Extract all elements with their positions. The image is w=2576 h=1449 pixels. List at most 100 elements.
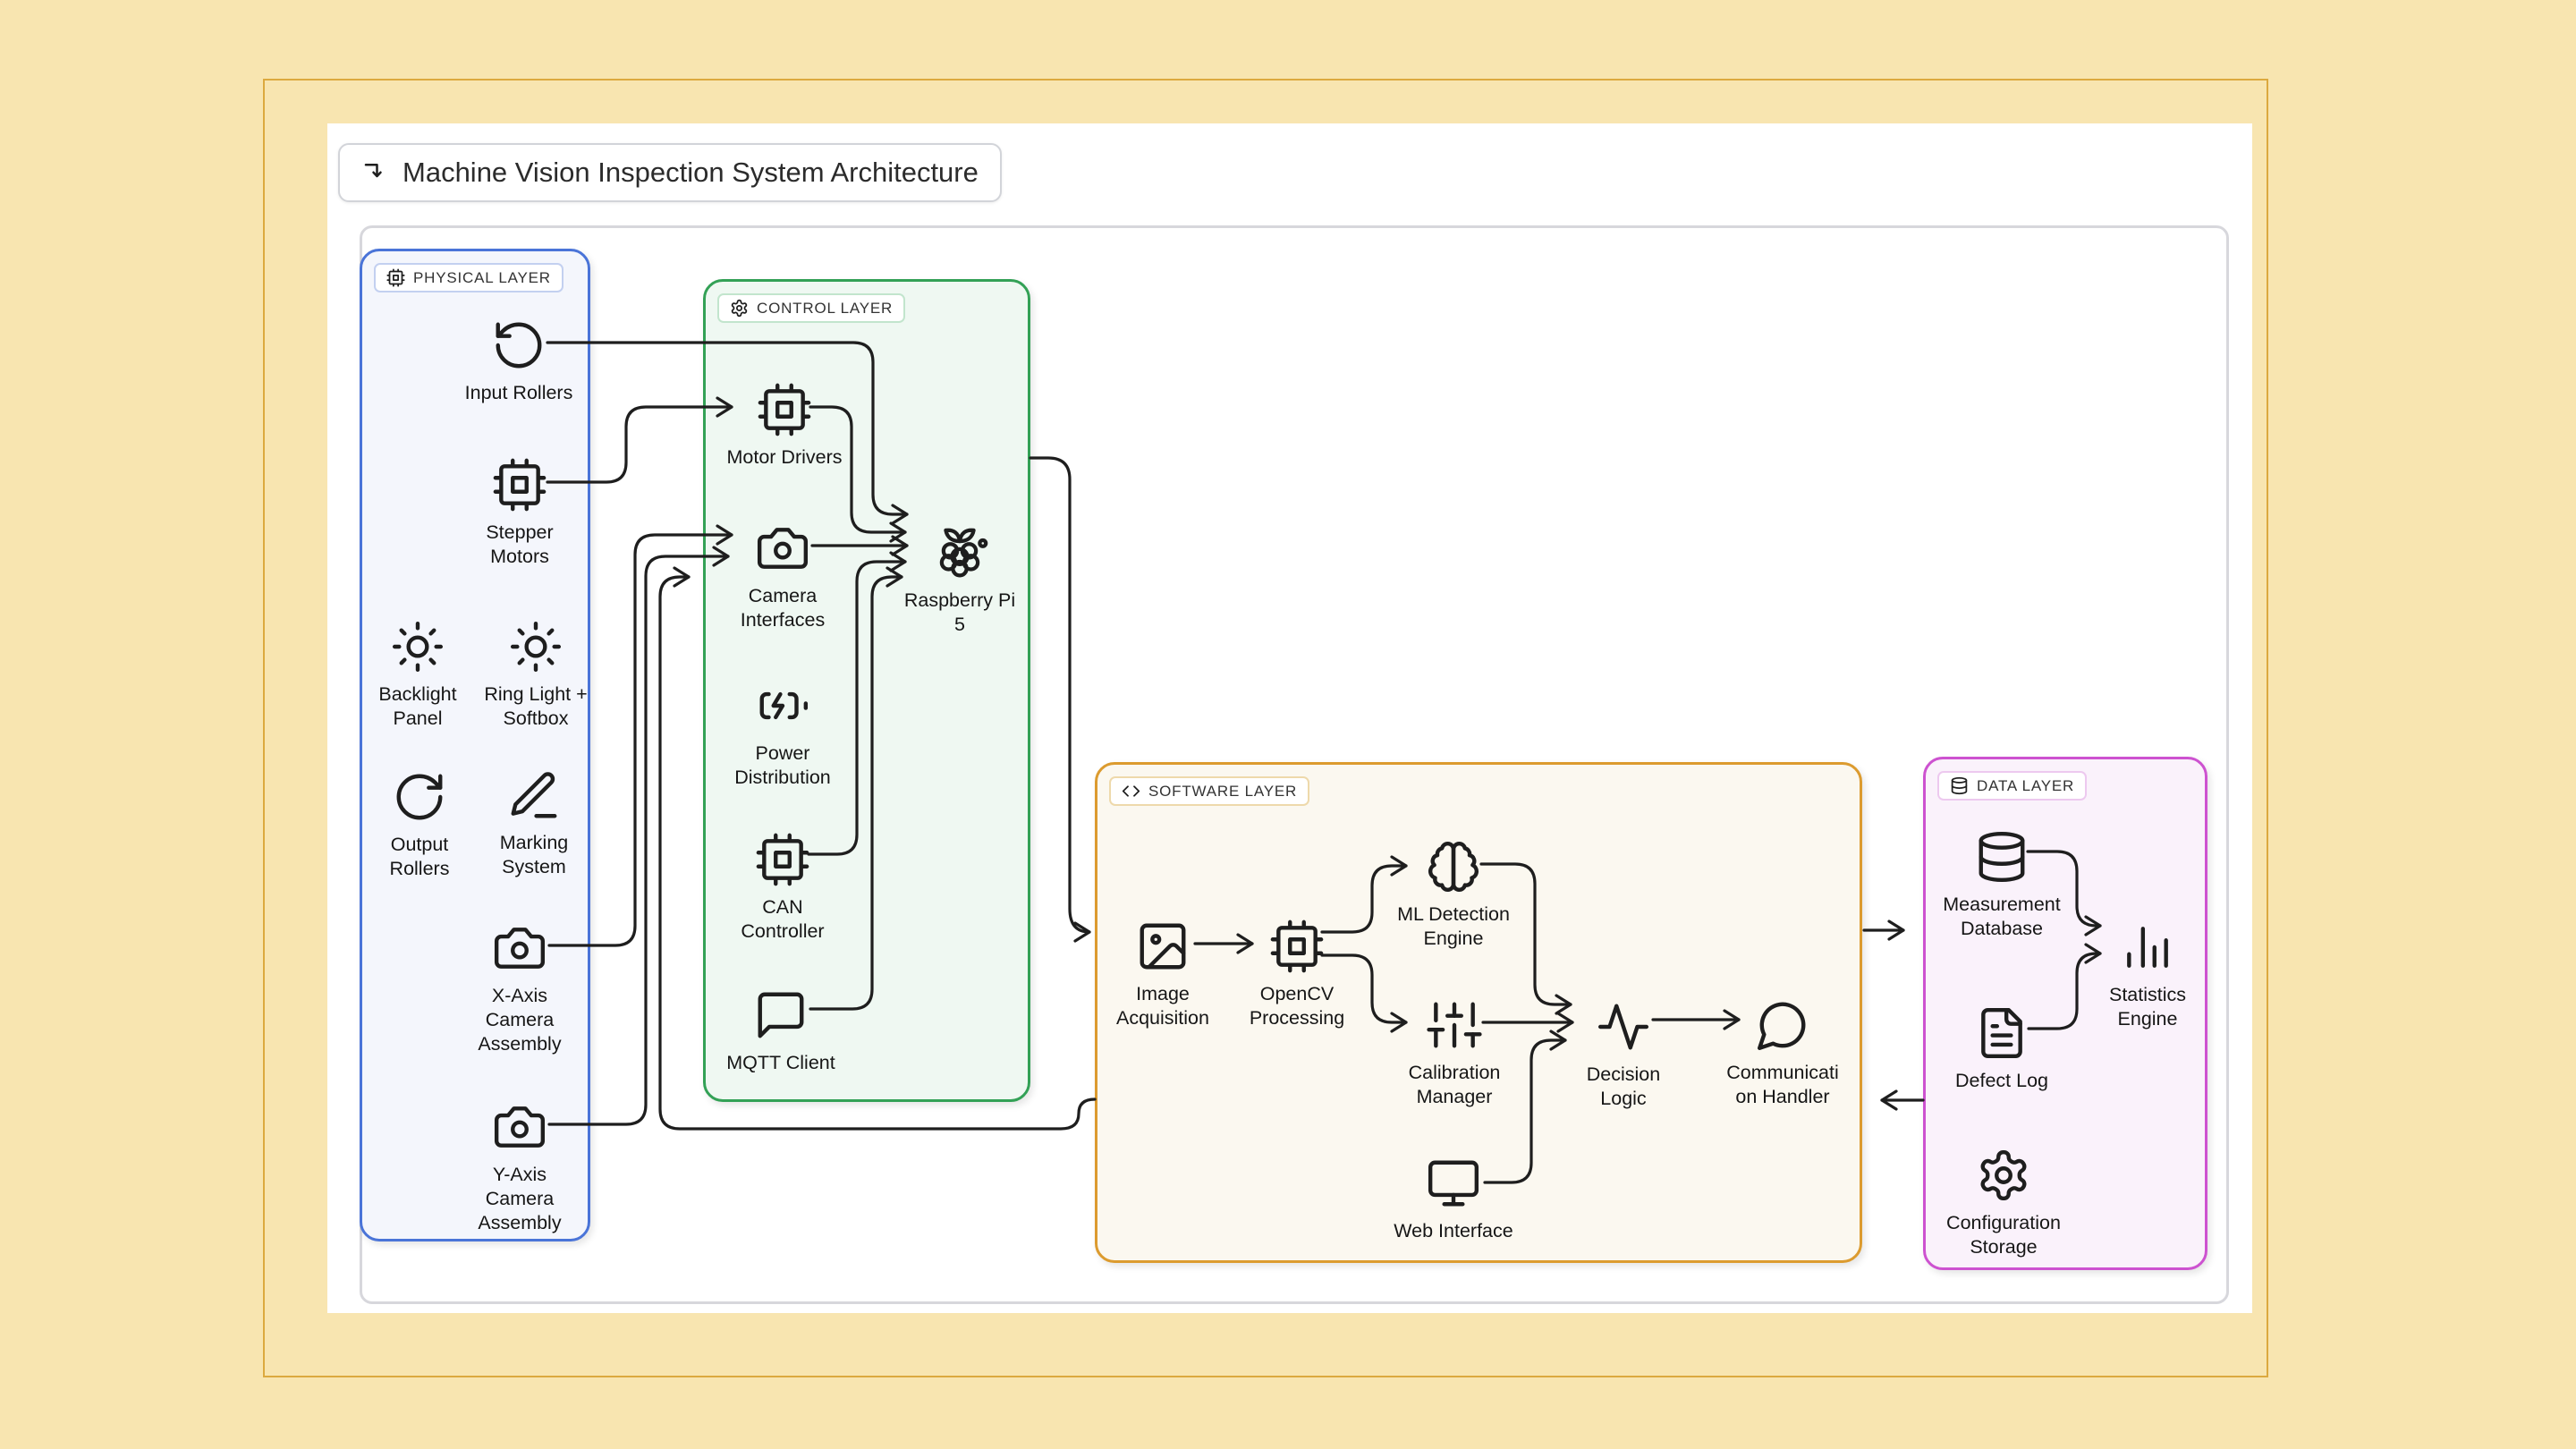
defect-log-label: Defect Log <box>1955 1070 2048 1091</box>
sun-icon <box>392 621 444 673</box>
edge-x-axis-camera-assembly-to-camera-interfaces[interactable] <box>547 524 733 947</box>
motor-drivers-label: Motor Drivers <box>726 446 843 468</box>
statistics-engine-label: Statistics Engine <box>2108 984 2187 1030</box>
ml-detection-engine-label: ML Detection Engine <box>1397 903 1510 949</box>
sun-icon <box>510 621 562 673</box>
pencil-line-icon <box>511 772 557 818</box>
activity-icon <box>1597 1004 1649 1050</box>
defect-log[interactable]: Defect Log <box>1921 1005 2082 1093</box>
x-axis-camera-assembly-label: X-Axis Camera Assembly <box>478 985 562 1055</box>
edge-opencv-processing-to-ml-detection-engine[interactable] <box>1320 855 1408 934</box>
cpu-icon <box>758 383 811 436</box>
edge-defect-log-to-statistics-engine[interactable] <box>2027 943 2102 1030</box>
communication-handler[interactable]: Communicati on Handler <box>1702 997 1863 1109</box>
mqtt-client-label: MQTT Client <box>726 1052 835 1073</box>
stepper-motors-label: Stepper Motors <box>486 521 554 567</box>
cpu-icon <box>386 268 405 287</box>
backlight-panel[interactable]: Backlight Panel <box>337 619 498 731</box>
output-rollers[interactable]: Output Rollers <box>339 769 500 881</box>
input-rollers-label: Input Rollers <box>464 382 573 403</box>
edge-stepper-motors-to-motor-drivers[interactable] <box>546 396 733 484</box>
image-acquisition[interactable]: Image Acquisition <box>1082 919 1243 1030</box>
stepper-motors[interactable]: Stepper Motors <box>439 457 600 569</box>
opencv-processing[interactable]: OpenCV Processing <box>1216 919 1377 1030</box>
elbow-arrow-icon <box>364 164 382 178</box>
control-layer-pill[interactable]: CONTROL LAYER <box>717 293 906 323</box>
database-icon <box>1951 776 1968 795</box>
edge-measurement-database-to-statistics-engine[interactable] <box>2026 850 2102 936</box>
physical-layer-pill[interactable]: PHYSICAL LAYER <box>374 263 564 292</box>
raspberry-pi-5-label: Raspberry Pi 5 <box>903 589 1016 635</box>
y-axis-camera-assembly[interactable]: Y-Axis Camera Assembly <box>439 1099 600 1235</box>
software-layer-pill[interactable]: SOFTWARE LAYER <box>1109 776 1310 806</box>
edge-input-rollers-to-raspberry-pi-5[interactable] <box>546 341 909 525</box>
data-layer-label: DATA LAYER <box>1977 776 2075 794</box>
marking-system[interactable]: Marking System <box>453 767 614 879</box>
marking-system-label: Marking System <box>499 832 569 877</box>
ring-light-softbox-label: Ring Light + Softbox <box>484 683 588 729</box>
edge-web-interface-to-decision-logic[interactable] <box>1483 1030 1567 1184</box>
power-distribution-label: Power Distribution <box>734 742 831 788</box>
decision-logic[interactable]: Decision Logic <box>1543 999 1704 1111</box>
ring-light-softbox[interactable]: Ring Light + Softbox <box>455 619 616 731</box>
opencv-processing-label: OpenCV Processing <box>1249 983 1345 1029</box>
measurement-database-label: Measurement Database <box>1943 894 2061 939</box>
camera-interfaces-label: Camera Interfaces <box>740 585 826 631</box>
camera-icon <box>494 1106 546 1148</box>
communication-handler-label: Communicati on Handler <box>1726 1062 1839 1107</box>
can-controller[interactable]: CAN Controller <box>702 832 863 944</box>
edge-control-layer-to-image-acquisition[interactable] <box>1029 456 1091 943</box>
edge-mqtt-client-to-raspberry-pi-5[interactable] <box>809 566 903 1011</box>
camera-icon <box>494 928 546 969</box>
message-square-icon <box>758 992 804 1038</box>
edge-ml-detection-engine-to-decision-logic[interactable] <box>1479 862 1572 1015</box>
physical-layer-label: PHYSICAL LAYER <box>413 268 551 286</box>
sliders-icon <box>1427 1002 1482 1048</box>
configuration-storage[interactable]: Configuration Storage <box>1923 1148 2084 1259</box>
calibration-manager-label: Calibration Manager <box>1408 1062 1501 1107</box>
ml-detection-engine[interactable]: ML Detection Engine <box>1373 839 1534 951</box>
diagram-title-pill[interactable]: Machine Vision Inspection System Archite… <box>338 143 1002 202</box>
output-rollers-label: Output Rollers <box>389 834 450 879</box>
decision-logic-label: Decision Logic <box>1586 1063 1661 1109</box>
code-icon <box>1122 785 1140 797</box>
brain-icon <box>1428 841 1479 892</box>
camera-interfaces[interactable]: Camera Interfaces <box>702 521 863 632</box>
cpu-icon <box>756 833 809 886</box>
gear-icon <box>1980 1149 2027 1201</box>
page-title: Machine Vision Inspection System Archite… <box>402 157 979 188</box>
edge-opencv-processing-to-calibration-manager[interactable] <box>1320 953 1408 1033</box>
cpu-icon <box>493 458 547 512</box>
database-icon <box>1979 831 2025 883</box>
measurement-database[interactable]: Measurement Database <box>1921 829 2082 941</box>
edge-motor-drivers-to-raspberry-pi-5[interactable] <box>809 405 907 543</box>
calibration-manager[interactable]: Calibration Manager <box>1374 997 1535 1109</box>
mqtt-client[interactable]: MQTT Client <box>700 987 861 1075</box>
power-distribution[interactable]: Power Distribution <box>702 678 863 790</box>
x-axis-camera-assembly[interactable]: X-Axis Camera Assembly <box>439 920 600 1056</box>
software-layer-label: SOFTWARE LAYER <box>1148 782 1298 800</box>
cpu-icon <box>1270 919 1324 973</box>
edge-software-layer-to-camera-interfaces[interactable] <box>658 566 1097 1131</box>
outer-gold-border <box>263 79 2268 1377</box>
control-layer-label: CONTROL LAYER <box>757 299 894 317</box>
data-layer-pill[interactable]: DATA LAYER <box>1937 771 2088 801</box>
input-rollers[interactable]: Input Rollers <box>438 318 599 405</box>
statistics-engine[interactable]: Statistics Engine <box>2067 919 2228 1031</box>
monitor-icon <box>1428 1160 1479 1207</box>
edge-can-controller-to-raspberry-pi-5[interactable] <box>807 551 907 856</box>
y-axis-camera-assembly-label: Y-Axis Camera Assembly <box>478 1164 562 1233</box>
software-layer[interactable]: SOFTWARE LAYER Image Acquisition OpenCV Pr… <box>1095 762 1862 1263</box>
image-acquisition-label: Image Acquisition <box>1116 983 1209 1029</box>
edge-y-axis-camera-assembly-to-camera-interfaces[interactable] <box>547 546 730 1126</box>
web-interface[interactable]: Web Interface <box>1373 1156 1534 1243</box>
camera-icon <box>757 528 809 569</box>
configuration-storage-label: Configuration Storage <box>1946 1212 2061 1258</box>
raspberry-pi-icon <box>939 528 988 578</box>
raspberry-pi-5[interactable]: Raspberry Pi 5 <box>879 520 1040 637</box>
motor-drivers[interactable]: Motor Drivers <box>704 382 865 470</box>
